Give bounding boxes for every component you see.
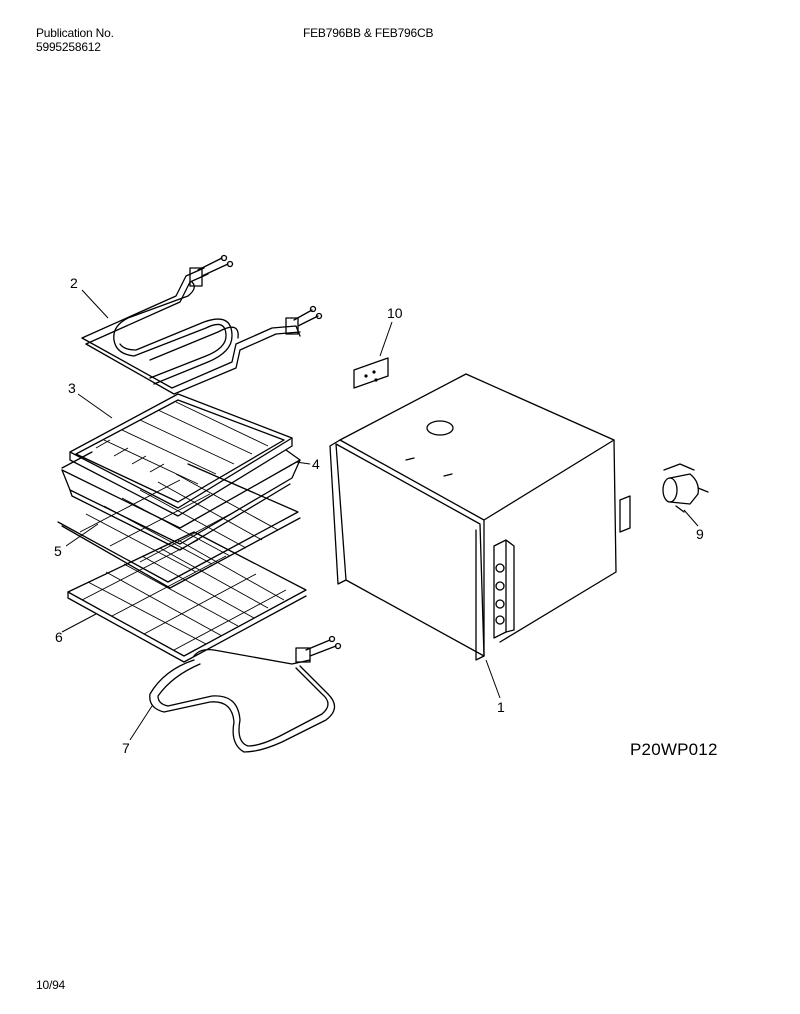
- callout-3: 3: [68, 380, 76, 396]
- sensor-part-9: [662, 463, 709, 513]
- publication-label: Publication No.: [36, 26, 114, 40]
- model-numbers: FEB796BB & FEB796CB: [303, 26, 434, 40]
- oven-rack-part-6: [67, 531, 307, 663]
- bake-element-part-7: [149, 635, 342, 753]
- callout-1: 1: [497, 699, 505, 715]
- broiler-pan-part-4: [61, 449, 301, 551]
- leader-lines: [61, 289, 699, 741]
- figure-code: P20WP012: [630, 740, 718, 759]
- oven-cavity-part-1: [329, 373, 631, 661]
- callout-7: 7: [122, 740, 130, 756]
- callout-5: 5: [54, 543, 62, 559]
- broiler-pan-insert-part-3: [69, 393, 293, 517]
- callout-4: 4: [312, 456, 320, 472]
- oven-rack-part-5: [57, 463, 301, 589]
- callout-2: 2: [70, 275, 78, 291]
- callout-6: 6: [55, 629, 63, 645]
- bracket-part-10: [353, 357, 389, 389]
- callout-9: 9: [696, 526, 704, 542]
- publication-number: 5995258612: [36, 40, 101, 54]
- footer-date: 10/94: [36, 978, 66, 992]
- broil-element-part-2: [81, 254, 323, 395]
- callout-10: 10: [387, 305, 403, 321]
